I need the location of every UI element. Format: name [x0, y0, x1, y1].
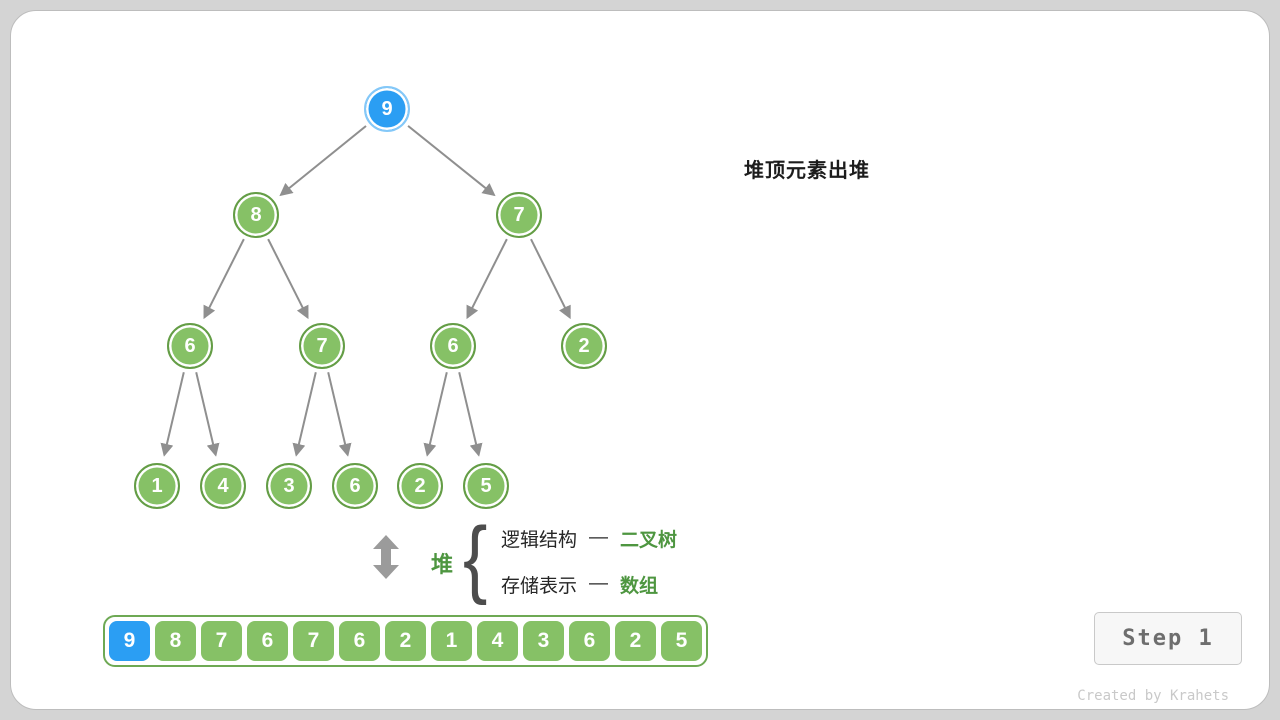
tree-node: 8	[233, 192, 279, 238]
tree-edge	[407, 125, 496, 197]
tree-node: 6	[430, 323, 476, 369]
legend-row-storage: 存储表示 — 数组	[501, 561, 677, 607]
array-cell: 8	[155, 621, 196, 661]
tree-node: 6	[167, 323, 213, 369]
array-cell: 2	[385, 621, 426, 661]
array-cell: 6	[339, 621, 380, 661]
tree-edge	[203, 238, 245, 320]
tree-node: 3	[266, 463, 312, 509]
tree-edge	[195, 372, 220, 457]
array-cell: 4	[477, 621, 518, 661]
array-cell: 5	[661, 621, 702, 661]
tree-node: 7	[496, 192, 542, 238]
tree-node: 2	[561, 323, 607, 369]
tree-edge	[160, 372, 185, 457]
tree-edge	[292, 372, 317, 457]
array-cell: 2	[615, 621, 656, 661]
array-cell-highlight: 9	[109, 621, 150, 661]
tree-node-highlight: 9	[364, 86, 410, 132]
heap-label: 堆	[431, 552, 454, 577]
legend-label: 逻辑结构	[501, 529, 578, 551]
tree-node: 5	[463, 463, 509, 509]
tree-edge	[327, 372, 352, 457]
tree-edge	[279, 125, 367, 197]
figure-title: 堆顶元素出堆	[744, 160, 870, 182]
array-cell: 7	[293, 621, 334, 661]
legend-label: 存储表示	[501, 575, 578, 597]
legend-term: 二叉树	[620, 529, 678, 551]
legend-term: 数组	[620, 575, 659, 597]
tree-edge	[466, 238, 508, 320]
array-cell: 6	[569, 621, 610, 661]
tree-edge	[530, 238, 571, 320]
tree-node: 1	[134, 463, 180, 509]
updown-arrow-icon	[373, 535, 399, 579]
tree-edge	[458, 372, 483, 457]
tree-edge	[423, 372, 448, 457]
tree-node: 4	[200, 463, 246, 509]
array-cell: 3	[523, 621, 564, 661]
tree-node: 7	[299, 323, 345, 369]
array-cell: 6	[247, 621, 288, 661]
brace-glyph: {	[463, 510, 488, 606]
tree-edge	[267, 238, 309, 320]
step-badge: Step 1	[1094, 612, 1242, 665]
legend-dash: —	[589, 527, 609, 548]
credit-text: Created by Krahets	[1077, 688, 1229, 704]
array-cell: 7	[201, 621, 242, 661]
legend-row-logical: 逻辑结构 — 二叉树	[501, 515, 677, 561]
legend-dash: —	[589, 573, 609, 594]
legend-rows: 逻辑结构 — 二叉树 存储表示 — 数组	[501, 515, 677, 607]
tree-node: 6	[332, 463, 378, 509]
tree-node: 2	[397, 463, 443, 509]
array-cell: 1	[431, 621, 472, 661]
